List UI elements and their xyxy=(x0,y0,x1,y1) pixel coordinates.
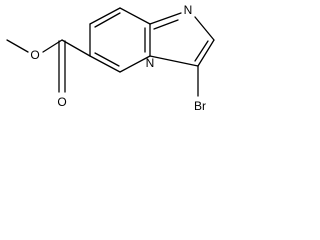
bond-n4-c5 xyxy=(119,55,151,73)
bond-c5-c6 xyxy=(89,55,121,73)
bond-c5-c6-inner xyxy=(94,52,120,67)
bromine-label: Br xyxy=(194,99,206,113)
carbonyl-oxygen-label: O xyxy=(57,95,66,109)
bond-c7-c8-inner xyxy=(94,12,121,28)
bond-c2-c3 xyxy=(197,39,215,67)
bond-c8-c8a xyxy=(119,7,151,25)
bond-c3-n4 xyxy=(149,55,199,67)
bond-c7-c8 xyxy=(89,7,121,25)
bond-n1-c2 xyxy=(194,16,215,41)
bond-c2-c3-inner xyxy=(194,40,209,62)
bridgehead-nitrogen-label: N xyxy=(146,56,155,70)
bond-methyl-oxygen xyxy=(6,39,29,53)
imidazole-nitrogen-label: N xyxy=(184,3,193,17)
chemical-structure: O O N N Br xyxy=(6,3,215,113)
bond-c8a-n1-inner xyxy=(153,19,179,30)
bond-c8a-n1 xyxy=(149,12,182,25)
bond-carbonyl-ring xyxy=(61,39,91,57)
ester-oxygen-label: O xyxy=(30,48,39,62)
